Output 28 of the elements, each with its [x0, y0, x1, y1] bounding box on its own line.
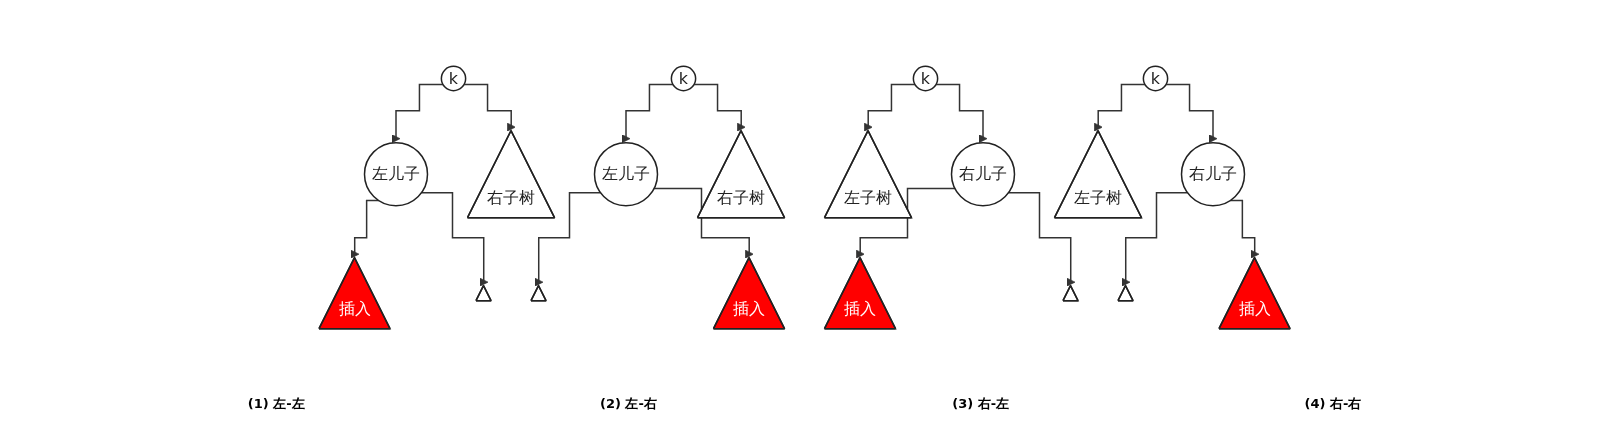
node-circle: 左儿子 — [363, 141, 429, 207]
figure-caption: (2) 左-右 — [599, 395, 657, 413]
arrow — [420, 191, 489, 287]
arrow — [350, 199, 380, 259]
arrow — [1229, 199, 1260, 259]
node-circle: 右儿子 — [1180, 141, 1246, 207]
node-circle: k — [440, 65, 467, 92]
arrow — [1121, 191, 1189, 287]
arrow — [1165, 83, 1218, 144]
arrow — [1094, 83, 1146, 132]
figure-caption: (1) 左-左 — [247, 395, 305, 413]
figure-caption: (3) 右-左 — [952, 395, 1010, 413]
arrow — [935, 83, 988, 144]
node-circle: 左儿子 — [593, 141, 659, 207]
arrow — [391, 83, 444, 144]
node-circle: 右儿子 — [950, 141, 1016, 207]
figure-caption: (4) 右-右 — [1304, 395, 1362, 413]
node-circle: k — [912, 65, 939, 92]
arrow — [693, 83, 746, 132]
arrow — [856, 187, 956, 259]
arrow — [1007, 191, 1076, 287]
arrow — [653, 187, 754, 259]
arrow — [463, 83, 516, 132]
node-circle: k — [1142, 65, 1169, 92]
arrow — [534, 191, 602, 287]
arrow — [864, 83, 916, 132]
node-circle: k — [670, 65, 697, 92]
arrow — [621, 83, 674, 144]
